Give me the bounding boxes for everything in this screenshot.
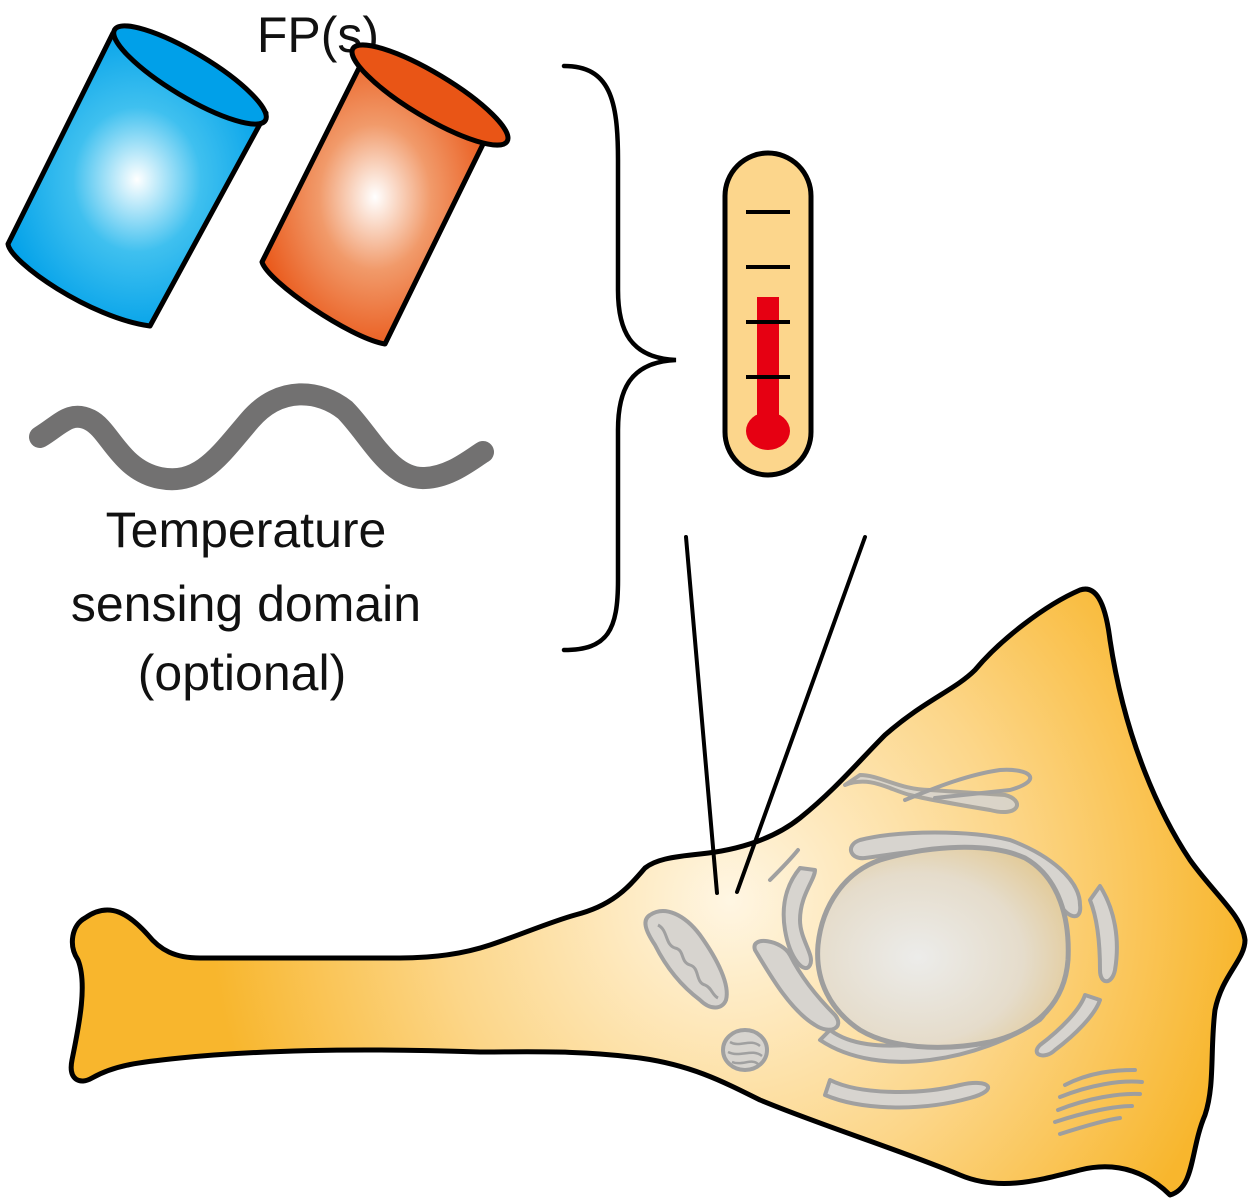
thermometer-icon <box>722 150 814 478</box>
sensing-domain-label-line3: (optional) <box>138 645 346 701</box>
pointer-line-left <box>684 535 719 895</box>
blue-fp-cylinder <box>5 23 269 329</box>
temperature-sensing-domain-linker <box>29 383 494 491</box>
cytoskeleton-stripes <box>1053 1068 1144 1136</box>
mitochondrion-round <box>721 1028 769 1072</box>
pointer-line-right <box>735 535 867 894</box>
curly-brace <box>561 63 677 653</box>
mitochondrion-elongated <box>643 909 729 1010</box>
sensing-domain-label-line1: Temperature <box>106 502 387 558</box>
nucleus <box>815 844 1071 1050</box>
orange-fp-cylinder <box>259 42 511 347</box>
sensing-domain-label-line2: sensing domain <box>71 576 421 632</box>
